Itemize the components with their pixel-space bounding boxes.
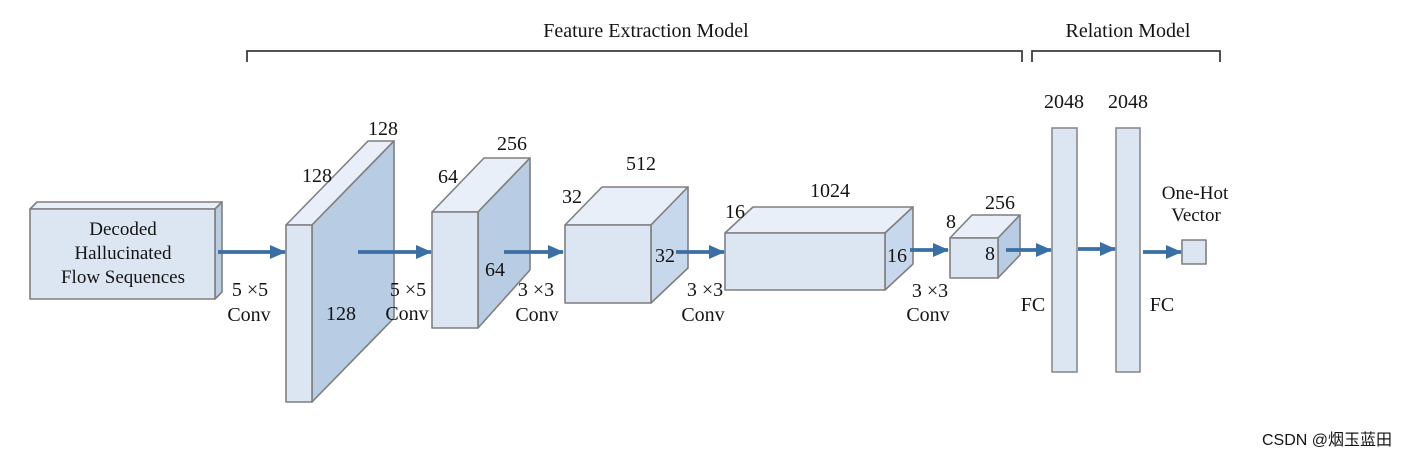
conv-op-label-4: 3 ×3 Conv [681,279,724,326]
relation-model-bracket [1031,50,1221,62]
conv4-kernel-label: 3 ×3 [687,279,723,301]
watermark: CSDN @烟玉蓝田 [1262,431,1392,449]
conv2-op-label: Conv [385,303,428,325]
fc-layer-1: 2048 FC [1021,91,1084,373]
conv3-front-face [564,224,652,304]
input-box-line2: Hallucinated [74,243,172,264]
conv1-kernel-label: 5 ×5 [232,279,268,301]
conv1-dim-left: 128 [302,165,332,187]
fc1-bar [1051,127,1078,373]
fc-layer-2: 2048 FC [1108,91,1174,373]
conv2-front-face [431,211,479,329]
conv2-feature-map: 64 256 64 [431,133,531,329]
conv-op-label-5: 3 ×3 Conv [906,280,949,326]
conv2-dim-top: 256 [497,133,527,155]
fc2-bar [1115,127,1141,373]
conv5-feature-map: 8 256 8 [946,192,1021,279]
conv4-dim-left: 16 [725,201,745,223]
output-label-line1: One-Hot [1162,183,1229,204]
conv2-kernel-label: 5 ×5 [390,279,426,301]
conv-op-label-1: 5 ×5 Conv [227,279,270,326]
fc2-size-label: 2048 [1108,91,1148,113]
input-box-front-face [29,208,216,300]
conv3-dim-top: 512 [626,153,656,175]
input-box-line3: Flow Sequences [61,267,185,288]
conv1-op-label: Conv [227,304,270,326]
feature-extraction-bracket [246,50,1023,62]
conv5-front-face [949,237,999,279]
conv1-front-face [285,224,313,403]
conv5-dim-face: 8 [985,243,995,265]
output-label-line2: Vector [1171,205,1221,226]
conv3-op-label: Conv [515,304,558,326]
conv1-dim-top: 128 [368,118,398,140]
conv5-dim-left: 8 [946,211,956,233]
conv4-op-label: Conv [681,304,724,326]
fc1-label: FC [1021,294,1045,316]
conv5-op-label: Conv [906,304,949,326]
conv1-dim-face: 128 [326,303,356,325]
conv3-dim-face: 32 [655,245,675,267]
conv3-dim-left: 32 [562,186,582,208]
one-hot-square [1181,239,1207,265]
feature-extraction-title: Feature Extraction Model [543,20,749,42]
input-box-line1: Decoded [89,219,157,240]
fc1-size-label: 2048 [1044,91,1084,113]
conv-op-label-3: 3 ×3 Conv [515,279,558,326]
relation-model-title: Relation Model [1066,20,1191,42]
conv-op-label-2: 5 ×5 Conv [385,279,428,325]
one-hot-output: One-Hot Vector [1162,183,1229,265]
conv3-kernel-label: 3 ×3 [518,279,554,301]
conv2-dim-face: 64 [485,259,505,281]
conv5-kernel-label: 3 ×3 [912,280,948,302]
conv4-top-face [724,206,914,234]
conv4-dim-top: 1024 [810,180,850,202]
conv1-feature-map: 128 128 128 [285,118,398,403]
conv4-feature-map: 16 1024 16 [724,180,914,291]
fc2-label: FC [1150,294,1174,316]
input-box-top-face [29,201,223,210]
conv5-dim-top: 256 [985,192,1015,214]
conv4-front-face [724,232,886,291]
conv4-dim-face: 16 [887,245,907,267]
conv2-dim-left: 64 [438,166,458,188]
input-box: Decoded Hallucinated Flow Sequences [29,201,223,300]
conv3-feature-map: 32 512 32 [562,153,689,304]
